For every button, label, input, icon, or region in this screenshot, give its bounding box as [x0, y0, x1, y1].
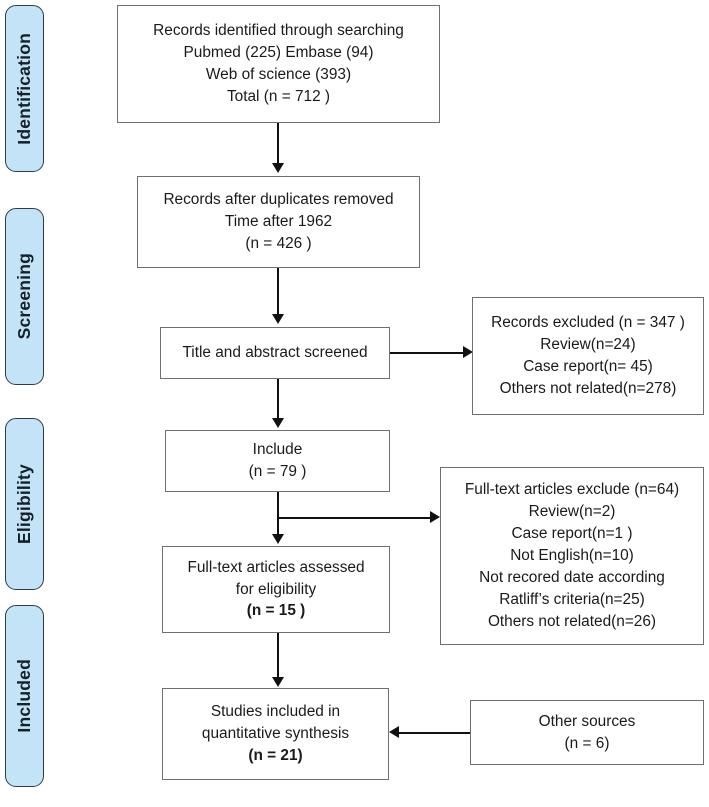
fulltext-excluded-line-3: Case report(n=1 ) — [511, 525, 633, 543]
duplicates-removed-line-1: Records after duplicates removed — [163, 191, 394, 209]
connector-include-branch-to-fulltext-excluded — [277, 517, 432, 519]
arrowhead-fulltext-to-studies — [271, 677, 284, 687]
connector-include-to-fulltext — [277, 492, 279, 540]
connector-duplicates-to-screened — [277, 268, 279, 317]
fulltext-excluded-line-6: Ratliff’s criteria(n=25) — [499, 590, 645, 608]
node-include: Include (n = 79 ) — [165, 430, 390, 492]
fulltext-assessed-line-3: (n = 15 ) — [246, 602, 306, 620]
stage-included-label: Included — [14, 659, 34, 733]
stage-included: Included — [5, 605, 44, 787]
duplicates-removed-line-3: (n = 426 ) — [245, 234, 312, 252]
node-duplicates-removed: Records after duplicates removed Time af… — [137, 176, 420, 268]
arrowhead-screened-to-excluded — [463, 345, 473, 358]
records-identified-line-4: Total (n = 712 ) — [226, 87, 331, 105]
fulltext-excluded-line-5: Not recored date according — [479, 568, 665, 586]
stage-screening: Screening — [5, 208, 44, 385]
connector-other-sources-to-studies — [399, 732, 470, 734]
connector-screened-to-include — [277, 379, 279, 421]
node-other-sources: Other sources (n = 6) — [470, 700, 704, 765]
fulltext-excluded-line-1: Full-text articles exclude (n=64) — [464, 481, 680, 499]
title-abstract-screened-line-1: Title and abstract screened — [182, 344, 368, 362]
arrowhead-identified-to-duplicates — [271, 163, 284, 173]
stage-eligibility: Eligibility — [5, 418, 44, 590]
stage-eligibility-label: Eligibility — [14, 464, 34, 544]
other-sources-line-1: Other sources — [538, 712, 636, 730]
fulltext-excluded-line-2: Review(n=2) — [528, 503, 616, 521]
arrowhead-other-sources-to-studies — [389, 725, 399, 738]
arrowhead-include-to-fulltext — [271, 534, 284, 544]
records-identified-line-1: Records identified through searching — [153, 22, 404, 40]
node-fulltext-assessed: Full-text articles assessed for eligibil… — [162, 546, 390, 633]
connector-screened-to-excluded — [390, 352, 465, 354]
include-line-1: Include — [252, 441, 303, 459]
records-excluded-line-1: Records excluded (n = 347 ) — [491, 314, 685, 332]
records-excluded-line-4: Others not related(n=278) — [499, 379, 677, 397]
studies-included-line-1: Studies included in — [210, 703, 341, 721]
connector-fulltext-to-studies — [277, 633, 279, 681]
node-title-abstract-screened: Title and abstract screened — [160, 327, 390, 379]
records-identified-line-3: Web of science (393) — [205, 66, 352, 83]
node-records-identified: Records identified through searching Pub… — [117, 5, 440, 123]
stage-identification: Identification — [5, 5, 44, 172]
fulltext-excluded-line-4: Not English(n=10) — [510, 547, 634, 565]
connector-identified-to-duplicates — [277, 123, 279, 167]
fulltext-excluded-line-7: Others not related(n=26) — [487, 612, 657, 630]
include-line-2: (n = 79 ) — [248, 463, 307, 480]
node-fulltext-excluded: Full-text articles exclude (n=64) Review… — [440, 467, 704, 645]
other-sources-line-2: (n = 6) — [564, 734, 610, 752]
studies-included-line-2: quantitative synthesis — [201, 725, 350, 743]
stage-identification-label: Identification — [14, 32, 34, 145]
fulltext-assessed-line-2: for eligibility — [235, 580, 317, 598]
records-excluded-line-3: Case report(n= 45) — [523, 358, 653, 375]
duplicates-removed-line-2: Time after 1962 — [224, 213, 333, 231]
node-studies-included: Studies included in quantitative synthes… — [162, 688, 389, 780]
studies-included-line-3: (n = 21) — [248, 746, 303, 764]
records-excluded-line-2: Review(n=24) — [540, 336, 636, 354]
arrowhead-screened-to-include — [271, 418, 284, 428]
arrowhead-include-to-fulltext-excluded — [430, 510, 440, 523]
fulltext-assessed-line-1: Full-text articles assessed — [187, 558, 365, 576]
arrowhead-duplicates-to-screened — [271, 314, 284, 324]
stage-screening-label: Screening — [14, 253, 34, 340]
node-records-excluded: Records excluded (n = 347 ) Review(n=24)… — [472, 297, 704, 415]
records-identified-line-2: Pubmed (225) Embase (94) — [183, 44, 374, 62]
